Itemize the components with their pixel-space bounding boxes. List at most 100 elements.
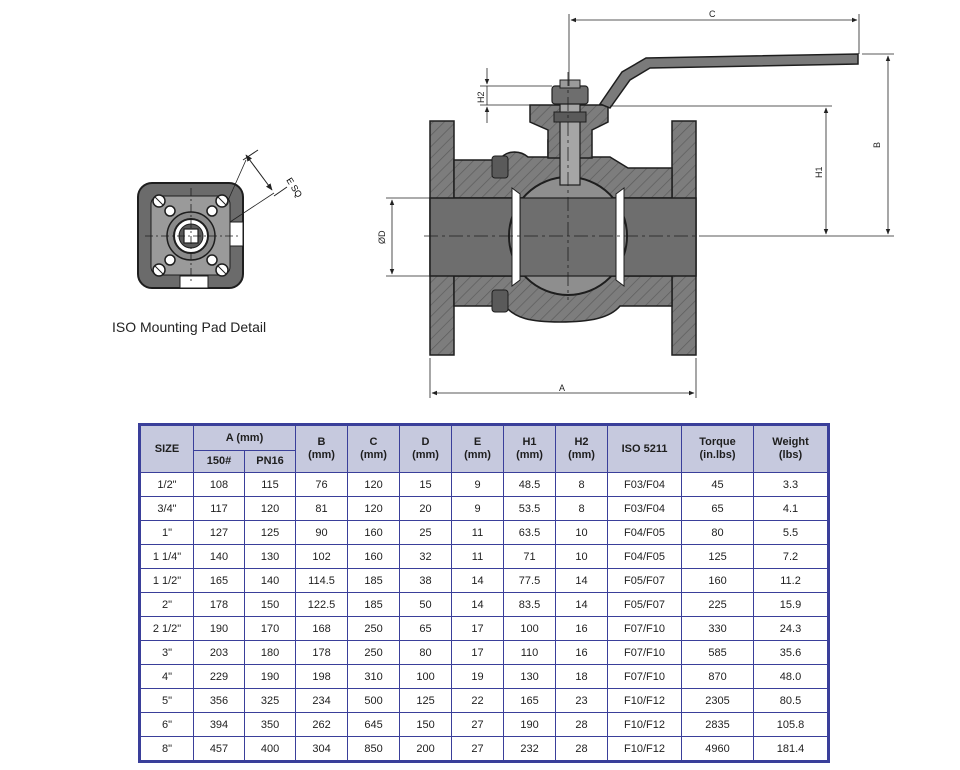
table-cell: 262 xyxy=(295,712,349,737)
table-cell: 2305 xyxy=(681,688,755,713)
table-cell: 65 xyxy=(681,496,755,521)
table-cell: 27 xyxy=(451,736,505,761)
table-cell: 1 1/2" xyxy=(140,568,194,593)
col-torque: Torque(in.lbs) xyxy=(681,425,755,473)
col-h2: H2(mm) xyxy=(555,425,609,473)
col-weight: Weight(lbs) xyxy=(753,425,829,473)
table-cell: 168 xyxy=(295,616,349,641)
table-cell: 457 xyxy=(193,736,245,761)
table-cell: 102 xyxy=(295,544,349,569)
table-cell: 150 xyxy=(243,592,297,617)
table-cell: 8" xyxy=(140,736,194,761)
dim-b-label: B xyxy=(872,142,882,148)
table-cell: 1" xyxy=(140,520,194,545)
table-cell: 400 xyxy=(243,736,297,761)
table-cell: 81 xyxy=(295,496,349,521)
table-cell: 160 xyxy=(347,520,401,545)
col-h1: H1(mm) xyxy=(503,425,557,473)
table-cell: 645 xyxy=(347,712,401,737)
table-cell: 4960 xyxy=(681,736,755,761)
table-cell: F04/F05 xyxy=(607,520,683,545)
table-cell: 11 xyxy=(451,544,505,569)
table-cell: 2 1/2" xyxy=(140,616,194,641)
valve-section-view xyxy=(424,53,859,356)
table-cell: 190 xyxy=(243,664,297,689)
table-cell: 25 xyxy=(399,520,453,545)
table-cell: 20 xyxy=(399,496,453,521)
table-cell: 120 xyxy=(347,496,401,521)
table-cell: 178 xyxy=(193,592,245,617)
table-cell: 1 1/4" xyxy=(140,544,194,569)
table-cell: 10 xyxy=(555,520,609,545)
table-cell: F05/F07 xyxy=(607,568,683,593)
table-cell: 48.0 xyxy=(753,664,829,689)
table-cell: 122.5 xyxy=(295,592,349,617)
table-cell: 9 xyxy=(451,496,505,521)
table-cell: 229 xyxy=(193,664,245,689)
table-cell: 130 xyxy=(243,544,297,569)
table-cell: 130 xyxy=(503,664,557,689)
table-cell: 250 xyxy=(347,616,401,641)
table-cell: 850 xyxy=(347,736,401,761)
table-cell: 115 xyxy=(243,472,297,497)
table-cell: 5.5 xyxy=(753,520,829,545)
table-cell: 120 xyxy=(347,472,401,497)
table-cell: 356 xyxy=(193,688,245,713)
col-a-group: A (mm) xyxy=(192,425,297,451)
table-cell: 80.5 xyxy=(753,688,829,713)
table-cell: 32 xyxy=(399,544,453,569)
dimensions-table: SIZE A (mm) B(mm) C(mm) D(mm) E(mm) H1(m… xyxy=(137,423,831,763)
table-cell: 3.3 xyxy=(753,472,829,497)
table-cell: 53.5 xyxy=(503,496,557,521)
table-cell: 15.9 xyxy=(753,592,829,617)
table-cell: 350 xyxy=(243,712,297,737)
table-cell: 325 xyxy=(243,688,297,713)
col-size: SIZE xyxy=(140,425,194,473)
table-cell: F03/F04 xyxy=(607,472,683,497)
table-cell: 232 xyxy=(503,736,557,761)
table-cell: 50 xyxy=(399,592,453,617)
table-cell: 16 xyxy=(555,616,609,641)
table-cell: 28 xyxy=(555,712,609,737)
table-cell: 2835 xyxy=(681,712,755,737)
table-cell: 11.2 xyxy=(753,568,829,593)
col-iso: ISO 5211 xyxy=(607,425,683,473)
table-cell: 14 xyxy=(451,568,505,593)
table-cell: 76 xyxy=(295,472,349,497)
table-cell: 178 xyxy=(295,640,349,665)
table-header-row: SIZE A (mm) B(mm) C(mm) D(mm) E(mm) H1(m… xyxy=(140,425,829,473)
table-cell: 310 xyxy=(347,664,401,689)
table-cell: 71 xyxy=(503,544,557,569)
table-cell: 108 xyxy=(193,472,245,497)
table-cell: 17 xyxy=(451,640,505,665)
table-cell: 160 xyxy=(681,568,755,593)
table-cell: 8 xyxy=(555,496,609,521)
table-cell: 16 xyxy=(555,640,609,665)
table-cell: 117 xyxy=(193,496,245,521)
table-cell: 190 xyxy=(193,616,245,641)
table-cell: 65 xyxy=(399,616,453,641)
table-cell: 125 xyxy=(399,688,453,713)
table-cell: 48.5 xyxy=(503,472,557,497)
table-cell: 23 xyxy=(555,688,609,713)
table-cell: 2" xyxy=(140,592,194,617)
table-cell: 165 xyxy=(503,688,557,713)
col-b: B(mm) xyxy=(295,425,349,473)
table-cell: F07/F10 xyxy=(607,664,683,689)
table-cell: 140 xyxy=(243,568,297,593)
table-cell: 8 xyxy=(555,472,609,497)
table-cell: 38 xyxy=(399,568,453,593)
table-cell: 4" xyxy=(140,664,194,689)
table-cell: F04/F05 xyxy=(607,544,683,569)
table-cell: 150 xyxy=(399,712,453,737)
table-cell: 17 xyxy=(451,616,505,641)
table-cell: 14 xyxy=(451,592,505,617)
